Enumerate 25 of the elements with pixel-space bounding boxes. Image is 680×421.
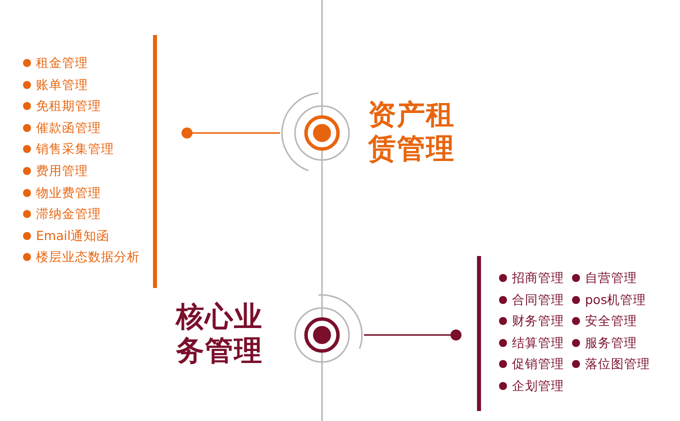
bullet-item: 账单管理 bbox=[23, 76, 88, 93]
bullet-item: 企划管理 bbox=[499, 378, 564, 394]
bullet-item: 租金管理 bbox=[23, 55, 88, 71]
bullet-item: 安全管理 bbox=[572, 313, 637, 330]
bullet-item: 自营管理 bbox=[572, 270, 637, 286]
bullet-item: 免租期管理 bbox=[23, 98, 101, 114]
bullet-item: 销售采集管理 bbox=[23, 141, 114, 158]
bullet-item: 结算管理 bbox=[499, 334, 564, 351]
bullet-item: 费用管理 bbox=[23, 163, 88, 179]
bullet-item: 促销管理 bbox=[499, 356, 564, 372]
bullet-item: 催款函管理 bbox=[23, 120, 101, 136]
connector-line bbox=[182, 128, 280, 138]
bullet-item: 楼层业态数据分析 bbox=[23, 249, 140, 266]
connector-line bbox=[364, 330, 462, 340]
section-heading: 资产租赁管理 bbox=[368, 98, 456, 166]
bullet-item: 落位图管理 bbox=[572, 356, 650, 372]
bullet-item: 财务管理 bbox=[499, 313, 564, 330]
bullet-item: pos机管理 bbox=[572, 292, 646, 308]
bullet-item: 滞纳金管理 bbox=[23, 206, 101, 222]
bullet-item: Email通知函 bbox=[23, 228, 110, 244]
bullet-item: 合同管理 bbox=[499, 292, 564, 308]
bullet-item: 招商管理 bbox=[499, 270, 564, 286]
section-heading: 核心业务管理 bbox=[176, 300, 264, 368]
bullet-item: 服务管理 bbox=[572, 334, 637, 351]
bullet-item: 物业费管理 bbox=[23, 184, 101, 201]
